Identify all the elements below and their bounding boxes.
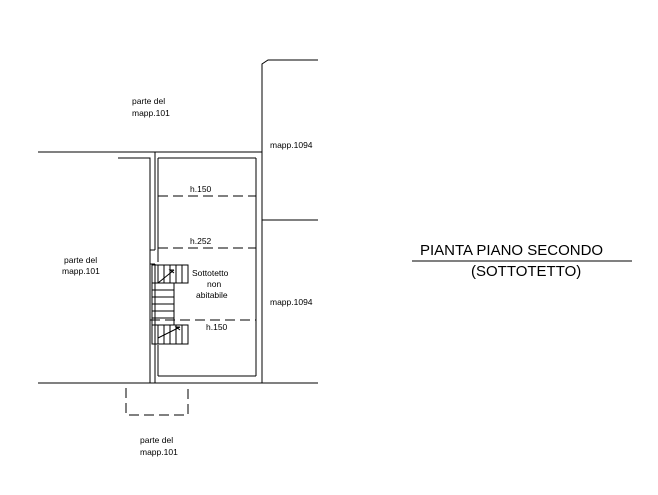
label-h252: h.252 bbox=[190, 236, 212, 246]
plan-title: PIANTA PIANO SECONDO bbox=[420, 242, 603, 259]
label-parte-del-top: parte del bbox=[132, 96, 165, 106]
label-parte-del-left: parte del bbox=[64, 255, 97, 265]
room-label-line1: Sottotetto bbox=[192, 268, 229, 278]
projection-below bbox=[125, 388, 189, 416]
staircase bbox=[151, 264, 189, 345]
label-mapp-bottom: mapp.101 bbox=[140, 447, 178, 457]
room-label-line3: abitabile bbox=[196, 290, 228, 300]
right-building-top bbox=[261, 59, 318, 152]
plan-subtitle: (SOTTOTETTO) bbox=[471, 263, 581, 280]
label-h150-bottom: h.150 bbox=[206, 322, 228, 332]
label-mapp1094-right: mapp.1094 bbox=[270, 297, 313, 307]
left-party-wall bbox=[118, 157, 151, 383]
plan-lines bbox=[38, 59, 318, 416]
label-parte-del-bottom: parte del bbox=[140, 435, 173, 445]
room-label-line2: non bbox=[207, 279, 221, 289]
label-mapp1094-top: mapp.1094 bbox=[270, 140, 313, 150]
label-mapp-top: mapp.101 bbox=[132, 108, 170, 118]
label-h150-top: h.150 bbox=[190, 184, 212, 194]
label-mapp-left: mapp.101 bbox=[62, 266, 100, 276]
